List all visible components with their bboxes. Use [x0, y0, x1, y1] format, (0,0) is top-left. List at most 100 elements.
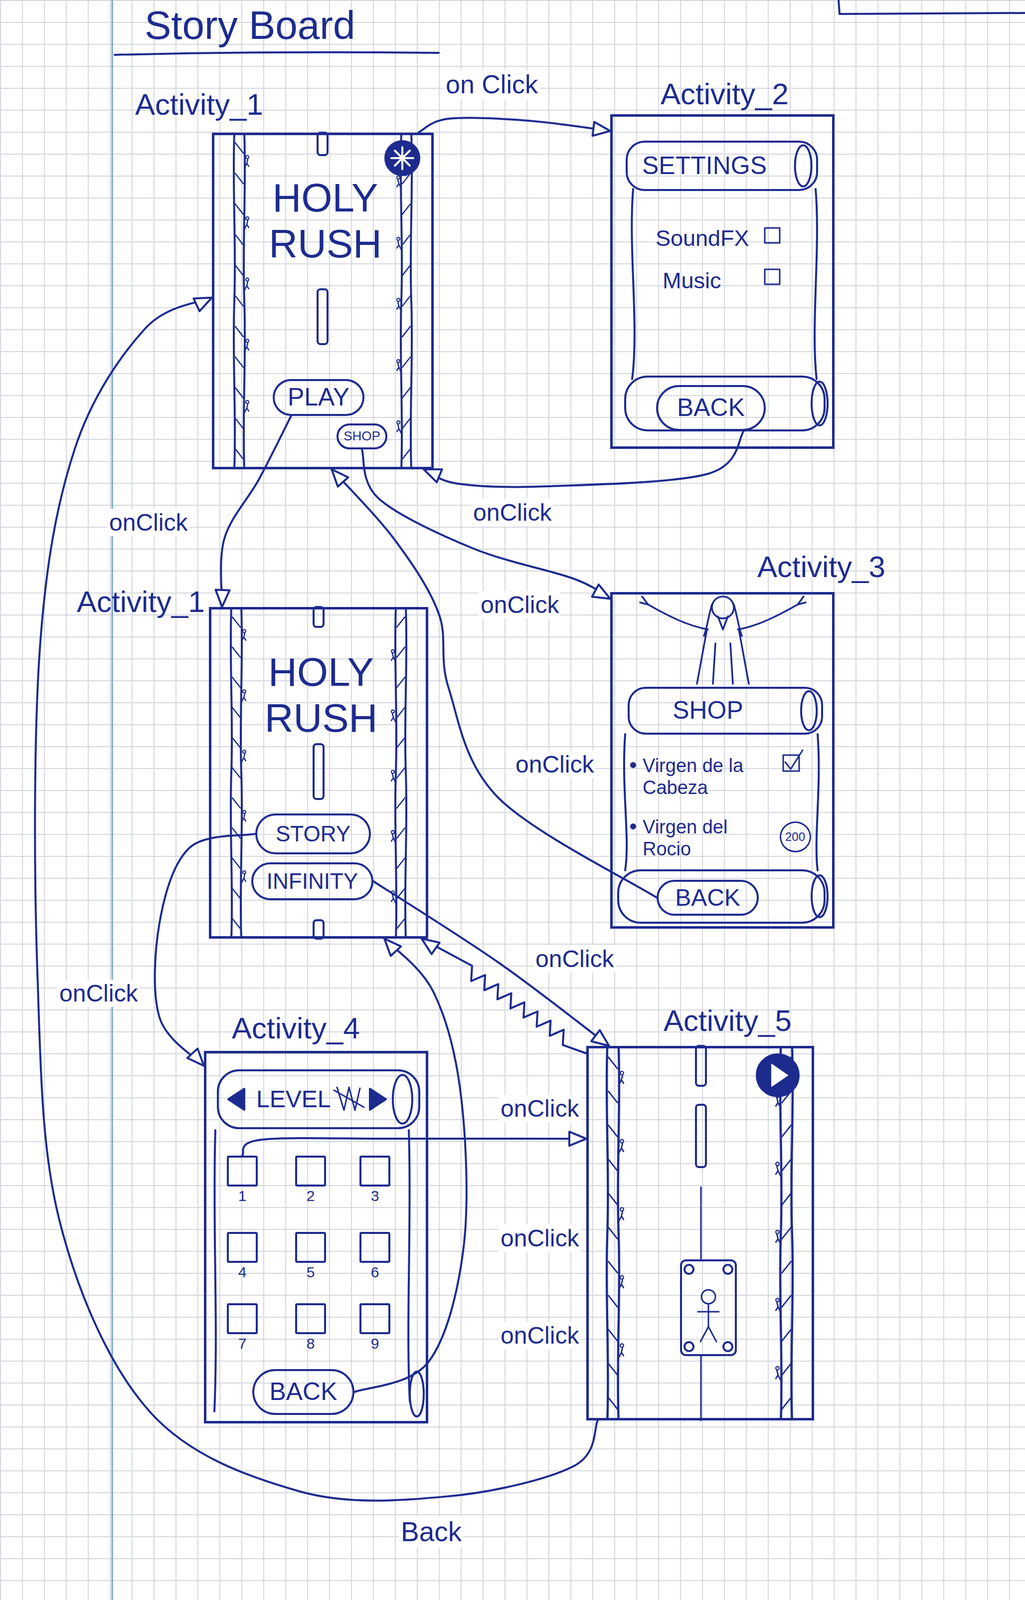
checkmark	[785, 749, 803, 769]
play-icon	[771, 1063, 788, 1086]
cart-wheel	[684, 1341, 694, 1351]
onclick-connector	[331, 469, 657, 898]
scroll-curl	[811, 874, 828, 917]
scroll-body	[626, 141, 818, 190]
level-square: 6	[359, 1231, 391, 1263]
scroll-curl	[392, 1074, 413, 1124]
onclick-connector	[423, 430, 744, 487]
edge-label: onClick	[471, 498, 554, 526]
gear-mark	[391, 147, 414, 170]
checkbox	[764, 269, 780, 285]
edge-label: onClick	[498, 1321, 581, 1349]
level-arrow	[369, 1088, 386, 1110]
tree-band	[606, 1045, 624, 1420]
connector-line	[423, 430, 744, 487]
level-number: 5	[297, 1263, 325, 1281]
button-label: INFINITY	[266, 868, 358, 894]
figure-robe	[696, 629, 749, 684]
screen-text: Virgen de la Cabeza	[642, 754, 778, 799]
tree-band	[233, 132, 249, 470]
banner-title: SHOP	[672, 695, 744, 725]
level-square: 2	[295, 1155, 327, 1187]
arrow-head	[423, 469, 443, 483]
arrow-head	[592, 584, 611, 599]
screen-heading: Activity_4	[231, 1010, 360, 1045]
arrow-head	[331, 469, 348, 487]
button-label: STORY	[275, 821, 351, 847]
cart-wheel	[684, 1264, 694, 1274]
coin-price: 200	[785, 829, 806, 844]
edge-label: on Click	[443, 69, 540, 100]
road-dash	[695, 1045, 706, 1086]
button: BACK	[252, 1368, 355, 1415]
tree-band	[391, 606, 407, 939]
bullet	[631, 762, 636, 767]
connector-line	[220, 415, 292, 607]
note-label: onClick	[498, 1223, 581, 1252]
screen-heading: Activity_5	[663, 1003, 792, 1038]
scroll-body	[628, 687, 823, 734]
connector-line	[34, 297, 598, 1501]
scroll-body	[217, 1069, 420, 1128]
road-dash	[313, 743, 324, 799]
scroll-curl	[811, 381, 828, 426]
level-number: 4	[228, 1263, 256, 1281]
onclick-connector	[361, 449, 611, 599]
screen-heading: Activity_1	[135, 87, 264, 122]
edge-label: onClick	[533, 944, 616, 973]
level-square: 5	[295, 1231, 327, 1263]
arrow-head	[187, 1047, 204, 1066]
sketch-lines	[114, 0, 1025, 1420]
title-text: Story Board	[144, 2, 355, 49]
button: INFINITY	[251, 861, 374, 900]
scroll-sides	[631, 188, 818, 379]
onclick-connector	[418, 117, 611, 136]
arrow-head	[193, 297, 212, 312]
screen-text: HOLY RUSH	[254, 174, 397, 267]
corner-box	[838, 0, 1025, 14]
figure-arms	[640, 596, 806, 630]
button-label: PLAY	[287, 382, 350, 412]
screen-frame: Activity_1HOLY RUSHPLAYSHOP	[211, 132, 434, 470]
edge-label: onClick	[107, 508, 190, 536]
figure-hair	[703, 604, 742, 636]
scroll-curl	[409, 1370, 424, 1416]
screen-text: SoundFX	[655, 225, 766, 252]
screen-text: Music	[662, 267, 763, 294]
level-number: 9	[361, 1334, 389, 1353]
price-coin: 200	[779, 821, 812, 853]
edge-label: onClick	[498, 1094, 581, 1122]
tree-band	[396, 132, 412, 470]
screen-frame: Activity_3Virgen de la CabezaVirgen del …	[610, 591, 835, 929]
screen-frame: Activity_5	[586, 1045, 815, 1420]
screen-frame: Activity_2SoundFXMusicSETTINGSBACK	[610, 114, 835, 449]
edge-label: onClick	[513, 750, 596, 778]
level-square: 1	[226, 1155, 258, 1187]
road-dash	[313, 606, 324, 627]
connector-line	[418, 117, 611, 133]
scroll-sides	[624, 733, 819, 870]
scroll-banner: SETTINGS	[625, 140, 819, 192]
shop-figure	[640, 596, 806, 684]
settings-gear	[385, 141, 420, 175]
scribble	[334, 1086, 364, 1110]
scroll-curl	[801, 690, 817, 730]
tree-band	[230, 606, 246, 939]
level-number: 8	[297, 1334, 325, 1353]
banner-title: LEVEL	[256, 1084, 331, 1113]
edge-label: onClick	[57, 979, 140, 1007]
title-underline	[114, 52, 439, 55]
onclick-connector	[242, 1131, 587, 1156]
arrow-head	[591, 1029, 610, 1046]
level-square: 7	[226, 1302, 258, 1334]
banner-title: SETTINGS	[642, 151, 767, 181]
screen-heading: Activity_2	[660, 76, 789, 112]
road-dash	[695, 1104, 706, 1167]
player-cart	[681, 1259, 736, 1355]
scroll-roll	[618, 869, 825, 923]
edge-label: onClick	[478, 590, 561, 619]
level-number: 6	[361, 1263, 389, 1281]
level-number: 2	[297, 1187, 325, 1205]
